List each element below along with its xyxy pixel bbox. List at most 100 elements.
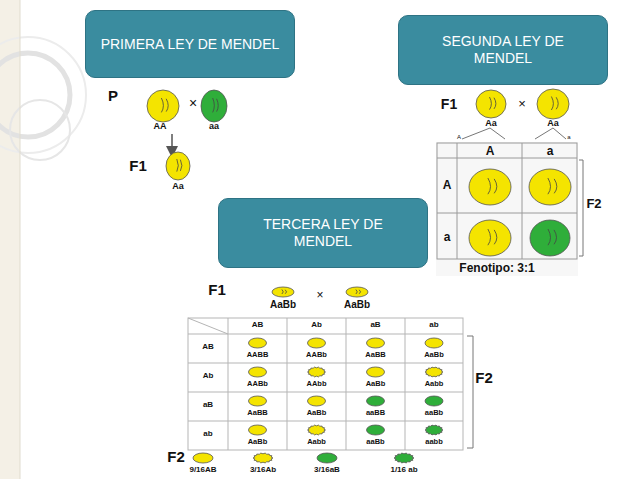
dihybrid-grid xyxy=(188,318,463,450)
law-title-box: PRIMERA LEY DE MENDEL xyxy=(85,10,295,78)
round-pea xyxy=(537,89,569,119)
gamete-label: A xyxy=(457,134,461,140)
genotype-label: AaBb xyxy=(270,300,296,311)
round-pea xyxy=(476,90,506,118)
genotype-cell: aaBb xyxy=(366,438,384,446)
f2-bracket xyxy=(579,160,583,256)
round-pea xyxy=(469,169,511,205)
genotype-label: Aa xyxy=(547,119,559,128)
round-pea xyxy=(249,367,267,377)
gamete-header: Ab xyxy=(311,321,322,329)
punnett-grid xyxy=(437,143,577,259)
round-pea xyxy=(367,338,385,348)
pea-shading xyxy=(490,97,496,110)
pea-shading xyxy=(177,159,182,172)
genotype-cell: AaBb xyxy=(248,438,268,446)
wrinkled-pea xyxy=(394,453,414,463)
generation-label: F1 xyxy=(441,97,457,112)
law-title-box: TERCERA LEY DE MENDEL xyxy=(218,198,428,268)
cross-symbol: × xyxy=(518,97,526,111)
round-pea xyxy=(469,220,511,256)
f2-bracket xyxy=(467,336,473,448)
decor-ring xyxy=(0,37,86,153)
round-pea xyxy=(425,396,443,406)
round-pea xyxy=(147,90,179,122)
round-pea xyxy=(249,396,267,406)
band-edge xyxy=(20,0,21,479)
cross-symbol: × xyxy=(189,96,197,111)
round-pea xyxy=(308,396,326,406)
law-title-text: PRIMERA LEY DE MENDEL xyxy=(101,36,280,53)
phenotype-ratio: Fenotipo: 3:1 xyxy=(459,262,534,275)
gamete-header: A xyxy=(443,179,452,192)
side-band xyxy=(0,0,20,479)
generation-label: F2 xyxy=(475,370,493,386)
genotype-cell: AAbb xyxy=(307,380,327,388)
law-title-text: SEGUNDA LEY DE MENDEL xyxy=(413,33,593,67)
gamete-header: ab xyxy=(203,430,212,438)
wrinkled-pea xyxy=(253,453,273,463)
genotype-cell: Aabb xyxy=(425,380,444,388)
generation-label: F2 xyxy=(167,449,185,465)
gamete-header: aB xyxy=(370,321,380,329)
genotype-cell: AABB xyxy=(247,351,269,359)
round-pea xyxy=(201,90,227,122)
genotype-label: AA xyxy=(154,122,167,131)
gamete-header: aB xyxy=(203,401,213,409)
pea-shading xyxy=(161,98,168,112)
ratio-label: 3/16aB xyxy=(314,466,340,474)
genotype-label: AaBb xyxy=(344,300,370,311)
round-pea xyxy=(530,220,570,256)
wrinkled-pea xyxy=(308,425,326,435)
genotype-label: aa xyxy=(209,122,219,131)
gamete-header: ab xyxy=(429,321,438,329)
genotype-cell: AaBB xyxy=(247,409,267,417)
wrinkled-pea xyxy=(308,367,326,377)
round-pea xyxy=(529,169,571,205)
pea-shading xyxy=(548,229,557,245)
ratio-label: 9/16AB xyxy=(189,466,216,474)
decor-ring xyxy=(10,100,70,160)
genotype-cell: AaBb xyxy=(366,380,386,388)
round-pea xyxy=(249,338,267,348)
genotype-cell: AaBB xyxy=(365,351,385,359)
gamete-header: Ab xyxy=(203,372,214,380)
generation-label: F1 xyxy=(208,282,226,298)
gamete-header: AB xyxy=(202,343,214,351)
pea-shading xyxy=(488,229,497,245)
round-pea xyxy=(367,425,385,435)
genotype-label: Aa xyxy=(485,119,497,128)
genotype-cell: aabb xyxy=(425,438,443,446)
wrinkled-pea xyxy=(425,425,443,435)
ratio-label: 1/16 ab xyxy=(390,466,417,474)
round-pea xyxy=(317,453,337,463)
round-pea xyxy=(346,287,368,297)
round-pea xyxy=(166,152,190,180)
pea-shading xyxy=(282,290,287,295)
pea-group xyxy=(147,89,571,463)
genotype-cell: aaBB xyxy=(366,409,385,417)
ratio-label: 3/16Ab xyxy=(250,466,276,474)
law-title-text: TERCERA LEY DE MENDEL xyxy=(233,216,413,250)
round-pea xyxy=(425,338,443,348)
gamete-label: a xyxy=(567,134,570,140)
round-pea xyxy=(272,287,294,297)
genotype-cell: AaBb xyxy=(424,351,444,359)
round-pea xyxy=(193,453,213,463)
round-pea xyxy=(308,338,326,348)
genotype-cell: Aabb xyxy=(307,438,326,446)
wrinkled-pea xyxy=(425,367,443,377)
pea-shading xyxy=(213,98,219,112)
genotype-cell: AABb xyxy=(306,351,327,359)
round-pea xyxy=(367,396,385,406)
generation-label: F1 xyxy=(129,158,147,174)
gamete-header: AB xyxy=(252,321,264,329)
pea-shading xyxy=(548,178,557,194)
punnett-bg xyxy=(436,142,578,276)
gamete-lines xyxy=(462,128,566,139)
generation-label: P xyxy=(108,88,118,104)
gamete-header: a xyxy=(444,231,451,244)
law-title-box: SEGUNDA LEY DE MENDEL xyxy=(398,15,608,85)
pea-shading xyxy=(551,97,558,111)
